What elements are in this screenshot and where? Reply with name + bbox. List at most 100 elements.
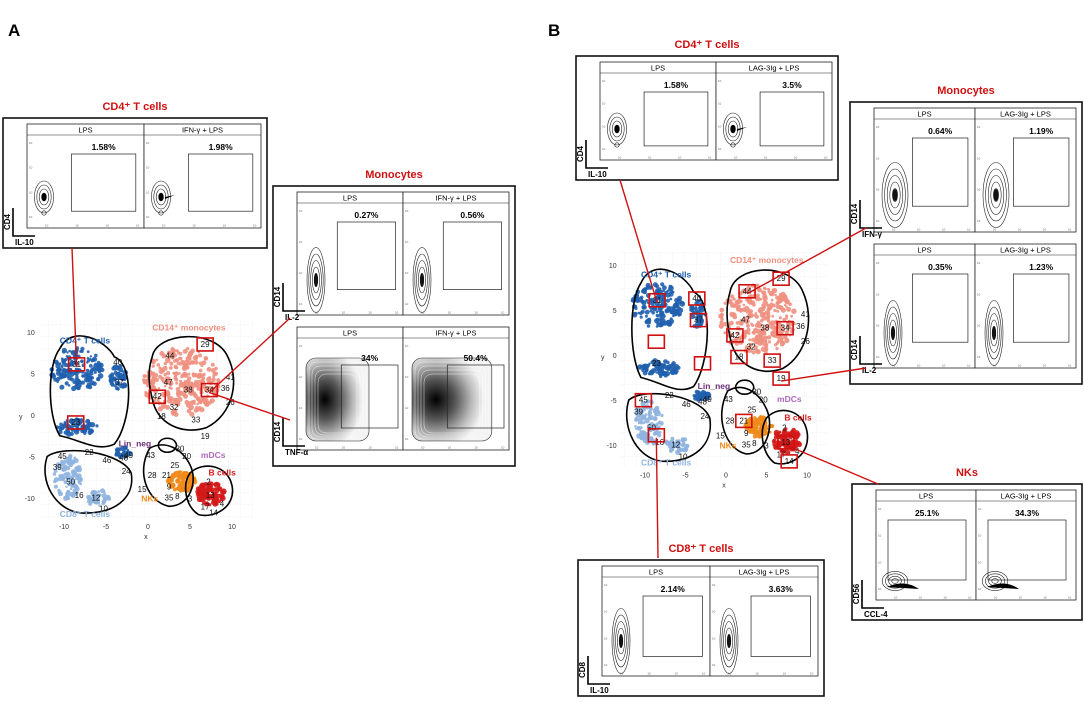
cluster-cd4-dot: [67, 384, 71, 387]
cluster-number: 29: [201, 340, 210, 349]
x-tick-label: 10: [810, 672, 814, 676]
y-axis-label: CD4: [3, 213, 12, 230]
x-tick-label: 10: [968, 596, 972, 600]
connector-mono-b1: [746, 227, 867, 295]
cluster-number: 38: [760, 324, 769, 333]
axis-bracket: [587, 656, 610, 685]
x-tick-label: 10: [993, 228, 997, 232]
cluster-monocytes-dot: [197, 374, 201, 378]
population-contour: [184, 465, 234, 517]
cluster-cd8-dot: [71, 473, 76, 478]
cluster-cd8-b-dot: [98, 504, 101, 507]
connector-mono-a2: [209, 391, 291, 421]
x-tick-label: 10: [942, 364, 946, 368]
cluster-monocytes-dot: [165, 404, 170, 410]
y-tick-label: 10: [876, 355, 880, 359]
cluster-monocytes-dot: [189, 357, 192, 361]
cluster-monocytes-dot: [203, 397, 209, 404]
cluster-monocytes-dot: [734, 337, 738, 341]
cluster-monocytes-dot: [774, 293, 777, 297]
cluster-cd4-right-dot: [689, 304, 695, 311]
cluster-monocytes-dot: [767, 287, 770, 291]
contour-core: [987, 583, 1019, 589]
cluster-number: 21: [162, 471, 171, 480]
cluster-cd4-lower-dot: [69, 431, 74, 436]
x-tick-label: 10: [994, 596, 998, 600]
highlight-box: [148, 389, 167, 405]
cluster-misc-dot: [117, 447, 122, 452]
contour-ring: [615, 621, 627, 661]
flow-plot-frame: [715, 61, 833, 161]
cluster-cd8-dot: [73, 456, 77, 460]
cluster-bcells-dot: [211, 492, 217, 498]
cluster-monocytes-dot: [181, 382, 184, 385]
cluster-bcells-dot: [204, 501, 209, 506]
cluster-cd8-dot: [634, 425, 637, 428]
label-cd14-monocytes: CD14⁺ monocytes: [730, 255, 804, 265]
gate-percentage: 3.63%: [769, 584, 794, 594]
flow-plot-frame: [873, 243, 976, 369]
cluster-monocytes-dot: [174, 371, 179, 376]
y-axis-label: CD56: [852, 583, 861, 604]
x-tick-label: 10: [647, 672, 651, 676]
cluster-cd4-dot: [57, 367, 62, 372]
cluster-monocytes-dot: [788, 302, 792, 307]
cluster-number: 23: [71, 418, 80, 427]
cluster-bcells-dot: [779, 436, 783, 440]
contour-ring: [986, 306, 1002, 360]
x-tick-label: 0: [146, 524, 150, 531]
gate-percentage: 1.19%: [1029, 126, 1054, 136]
cluster-cd4-right-dot: [694, 323, 698, 326]
cluster-cd4-dot: [70, 359, 74, 363]
cluster-cd8-b-dot: [675, 449, 681, 455]
contour-ring: [887, 313, 899, 353]
cluster-cd8-dot: [74, 486, 80, 492]
cluster-monocytes-dot: [183, 393, 189, 399]
cluster-number: 14: [785, 457, 794, 466]
y-tick-label: 10: [604, 663, 608, 667]
cluster-cd8-dot: [53, 484, 59, 489]
cluster-cd4-dot: [84, 374, 89, 379]
label-cd4-t-cells: CD4⁺ T cells: [641, 270, 692, 280]
cluster-cd8: [52, 453, 83, 501]
cluster-cd4-dot: [668, 306, 674, 312]
cluster-number: 18: [157, 412, 166, 421]
cluster-monocytes-dot: [732, 297, 736, 301]
cell-density-contour: [981, 571, 1019, 591]
cluster-monocytes-dot: [159, 351, 165, 356]
cluster-number: 19: [777, 374, 786, 383]
y-tick-label: 10: [299, 437, 303, 441]
y-axis-label: CD4: [576, 145, 585, 162]
cluster-monocytes-dot: [199, 401, 203, 405]
cluster-monocytes-dot: [745, 345, 749, 349]
highlight-box: [66, 415, 85, 430]
condition-label: LPS: [78, 126, 92, 135]
cluster-monocytes-dot: [166, 350, 172, 355]
contour-ring: [985, 168, 1007, 222]
contour-spike: [737, 127, 747, 131]
cluster-number: 16: [75, 491, 84, 500]
contour-core: [992, 326, 996, 340]
axis-bracket: [859, 200, 882, 229]
y-tick-label: 10: [405, 209, 409, 213]
cluster-cd4-lower-dot: [676, 365, 681, 370]
y-tick-label: 10: [876, 292, 880, 296]
cluster-cd8-b-dot: [90, 490, 96, 496]
cluster-cd4-right-dot: [694, 306, 698, 310]
gate-rectangle: [643, 91, 709, 147]
y-tick-label: 10: [146, 166, 150, 170]
cluster-monocytes-dot: [775, 296, 778, 300]
cluster-monocytes-dot: [769, 320, 776, 326]
flow-plot-frame: [974, 243, 1077, 369]
gate-percentage: 2.14%: [661, 584, 686, 594]
cluster-cd8-dot: [68, 480, 71, 484]
flow-plot-frame: [709, 565, 819, 677]
cluster-cd8-dot: [65, 485, 68, 488]
cluster-cd4-dot: [61, 369, 67, 375]
cluster-number: 4: [795, 447, 800, 456]
cluster-monocytes-dot: [734, 303, 739, 308]
x-tick-label: 10: [794, 156, 798, 160]
cluster-cd4-dot: [61, 360, 66, 365]
x-tick-label: 10: [824, 156, 828, 160]
